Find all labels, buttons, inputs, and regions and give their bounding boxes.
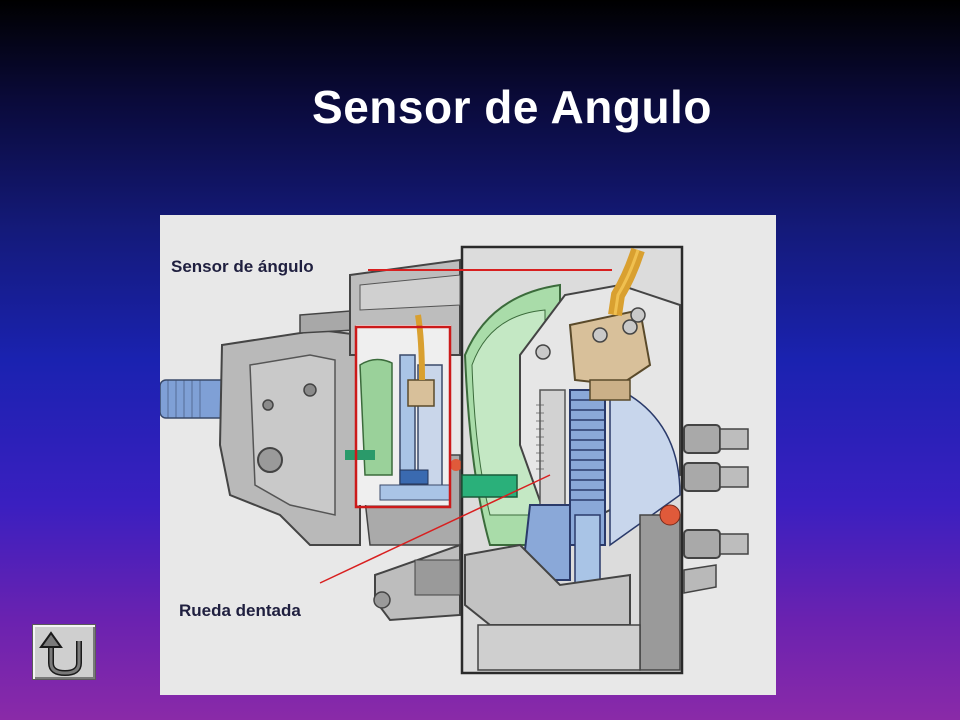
slide-title: Sensor de Angulo — [312, 81, 712, 133]
small-cutaway — [345, 314, 462, 505]
fuel-outlet-fittings — [659, 424, 749, 594]
pump-cutaway-drawing — [160, 245, 749, 675]
pump-illustration: Sensor de ángulo Rueda dentada — [160, 215, 776, 695]
highlight-box — [354, 325, 452, 509]
magnified-cutaway — [460, 245, 684, 675]
label-angle-sensor: Sensor de ángulo — [171, 257, 314, 276]
u-turn-arrow-icon — [39, 631, 82, 677]
return-button[interactable] — [32, 624, 96, 680]
label-toothed-wheel: Rueda dentada — [179, 601, 301, 620]
callout-line-wheel — [319, 474, 551, 584]
